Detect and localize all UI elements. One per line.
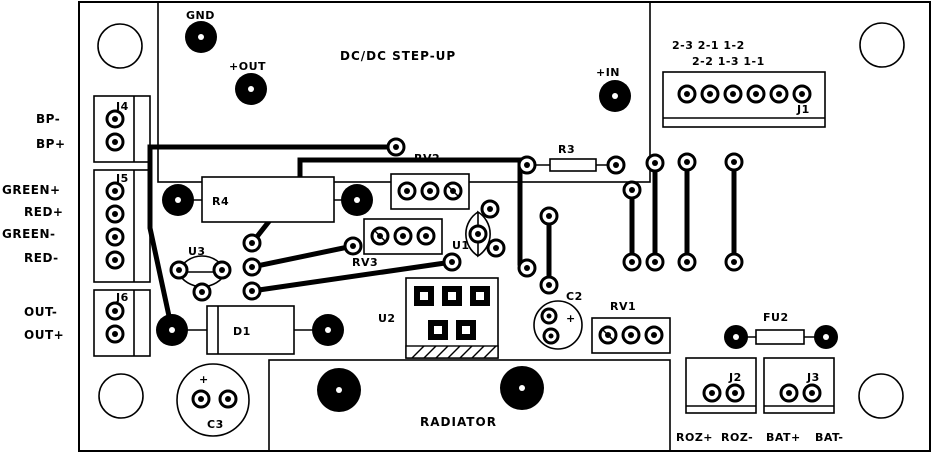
bp-minus-label: BP-	[36, 112, 60, 126]
roz-minus-label: ROZ-	[721, 431, 753, 444]
bat-plus-label: BAT+	[766, 431, 801, 444]
radiator-label: RADIATOR	[420, 415, 497, 429]
c3-capacitor	[176, 363, 250, 437]
j1-outline	[662, 71, 826, 128]
rv2-label: RV2	[414, 152, 440, 165]
j2-label: J2	[728, 371, 742, 384]
in-plus-label: +IN	[596, 66, 620, 79]
c2-plus: +	[566, 312, 576, 325]
radiator-outline	[268, 359, 671, 452]
j1-bottom-labels: 2-2 1-3 1-1	[692, 55, 765, 68]
out-plus-side-label: OUT+	[24, 328, 64, 342]
roz-plus-label: ROZ+	[676, 431, 713, 444]
j3-label: J3	[806, 371, 820, 384]
out-minus-label: OUT-	[24, 305, 57, 319]
u3-label: U3	[188, 245, 206, 258]
j3-outline	[763, 357, 835, 414]
mounting-hole-top-right	[859, 22, 905, 68]
bp-plus-label: BP+	[36, 137, 66, 151]
rv3-label: RV3	[352, 256, 378, 269]
d1-diode	[156, 305, 344, 355]
j4-label: J4	[115, 100, 129, 113]
green-minus-label: GREEN-	[2, 227, 56, 241]
gnd-label: GND	[186, 9, 215, 22]
rv1-label: RV1	[610, 300, 636, 313]
r3-resistor	[517, 155, 626, 175]
u1-label: U1	[452, 239, 470, 252]
rv3-trimmer	[363, 218, 443, 255]
mounting-hole-top-left	[97, 23, 143, 69]
fu2-label: FU2	[763, 311, 789, 324]
j2-outline	[685, 357, 757, 414]
c3-plus: +	[199, 373, 209, 386]
r4-resistor	[162, 176, 373, 223]
j4-outline	[93, 95, 151, 163]
u2-regulator	[405, 277, 499, 359]
rv2-trimmer	[390, 173, 470, 210]
c3-label: C3	[207, 418, 224, 431]
j1-pins	[677, 84, 812, 104]
d1-label: D1	[233, 325, 251, 338]
mounting-hole-bottom-left	[98, 373, 144, 419]
j6-label: J6	[115, 291, 129, 304]
j5-label: J5	[115, 172, 129, 185]
j1-top-labels: 2-3 2-1 1-2	[672, 39, 745, 52]
rv1-trimmer	[591, 317, 671, 354]
u2-label: U2	[378, 312, 396, 325]
u3-transistor	[169, 255, 232, 302]
j6-outline	[93, 289, 151, 357]
green-plus-label: GREEN+	[2, 183, 61, 197]
bat-minus-label: BAT-	[815, 431, 844, 444]
r4-label: R4	[212, 195, 229, 208]
c2-label: C2	[566, 290, 583, 303]
red-minus-label: RED-	[24, 251, 59, 265]
fu2-fuse	[724, 325, 838, 349]
c2-capacitor	[533, 300, 583, 350]
j1-label: J1	[796, 103, 810, 116]
dcdc-label: DC/DC STEP-UP	[340, 49, 456, 63]
u1-transistor	[465, 199, 506, 258]
mounting-hole-bottom-right	[858, 373, 904, 419]
r3-label: R3	[558, 143, 575, 156]
red-plus-label: RED+	[24, 205, 63, 219]
trace-pads	[242, 137, 744, 301]
out-plus-label: +OUT	[229, 60, 266, 73]
